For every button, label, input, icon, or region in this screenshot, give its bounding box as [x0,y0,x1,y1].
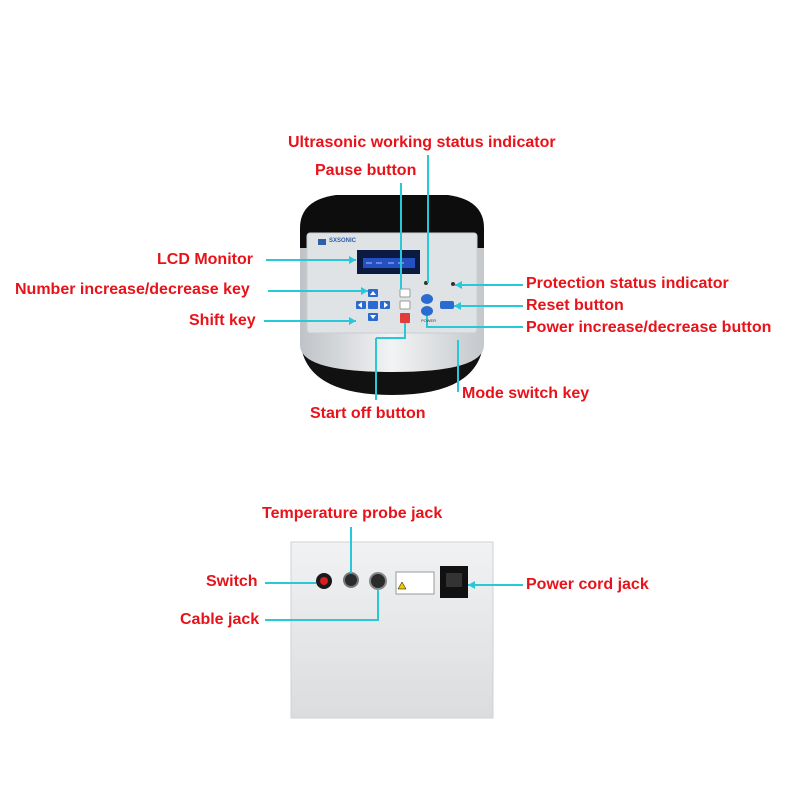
label-power-key: Power increase/decrease button [526,319,772,336]
front-device [300,195,484,395]
front-leader-arrows [349,256,462,325]
mode-switch-key[interactable] [399,300,411,310]
power-increase-key[interactable] [421,294,433,304]
switch-red-lamp [320,577,328,585]
label-switch: Switch [206,573,258,590]
reset-button[interactable] [440,301,454,309]
label-mode-switch: Mode switch key [462,385,590,402]
front-leader-lines [264,155,523,400]
label-temperature-jack: Temperature probe jack [262,505,443,522]
cable-jack[interactable] [369,572,387,590]
brand-name: SXSONIC [329,238,357,244]
label-number-key: Number increase/decrease key [15,281,250,298]
protection-status-indicator [451,282,455,286]
label-power-cord: Power cord jack [526,576,649,593]
brand-logo-icon [318,239,326,245]
rear-leader-arrows [468,581,475,589]
power-decrease-key[interactable] [421,306,433,316]
power-caption: POWER [421,318,437,323]
arrow-icons [358,291,388,319]
power-cord-socket [446,573,462,587]
warning-triangle-icon [397,581,407,590]
label-pause-button: Pause button [315,162,417,179]
label-protection-indicator: Protection status indicator [526,275,729,292]
label-lcd-monitor: LCD Monitor [157,251,253,268]
pause-button[interactable] [399,288,411,298]
rear-device [290,541,494,719]
label-start-off: Start off button [310,405,426,422]
label-cable-jack: Cable jack [180,611,260,628]
label-shift-key: Shift key [189,312,256,329]
set-key[interactable] [368,301,378,309]
rear-leader-lines [265,527,523,621]
start-off-button[interactable] [400,313,410,323]
label-ultrasonic-status: Ultrasonic working status indicator [288,134,556,151]
label-reset-button: Reset button [526,297,624,314]
temperature-probe-jack[interactable] [343,572,359,588]
